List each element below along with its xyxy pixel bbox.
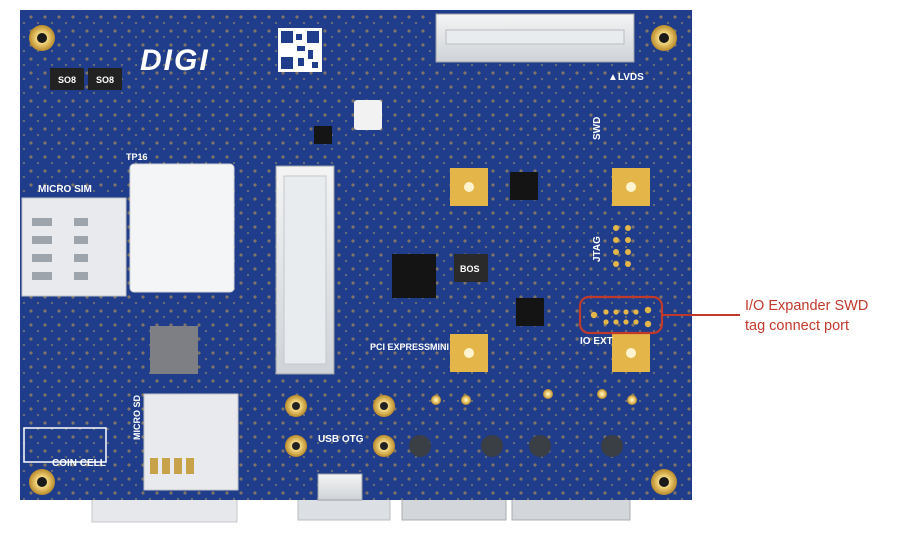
io-ext-label: IO EXT — [580, 336, 613, 347]
ic-gray — [150, 326, 198, 374]
micro-sim-label: MICRO SIM — [38, 184, 92, 195]
qr-code — [278, 28, 322, 72]
so8-chips — [50, 68, 122, 90]
mounting-holes — [29, 25, 677, 495]
digi-logo: DIGI — [140, 44, 210, 77]
callout-line-1: I/O Expander SWD — [745, 298, 869, 314]
lvds-label: ▲LVDS — [608, 72, 644, 83]
pci-mini-card-inner — [283, 175, 327, 365]
gold-pad-holes — [464, 182, 636, 358]
micro-sd-slot — [143, 393, 239, 491]
bos-label: BOS — [460, 264, 480, 274]
white-component — [354, 100, 382, 130]
rf-shield — [129, 163, 235, 293]
swd-label: SWD — [592, 117, 603, 140]
usb-otg-holes — [285, 395, 395, 457]
io-expander-tag-connect-pads — [590, 306, 652, 328]
usb-otg-label: USB OTG — [318, 434, 364, 445]
tp16-label: TP16 — [126, 152, 148, 162]
large-holes-row — [409, 435, 623, 457]
ic-bos — [454, 254, 488, 282]
jtag-pads — [613, 225, 631, 267]
micro-sim-slot — [21, 197, 127, 297]
callout-line-2: tag connect port — [745, 318, 849, 334]
lvds-connector-slot — [445, 29, 625, 45]
small-ic-top — [314, 126, 332, 144]
usb-connector — [317, 473, 363, 501]
sd-contacts — [150, 458, 194, 474]
coin-cell-label: COIN CELL — [52, 458, 106, 469]
sim-contacts — [32, 218, 88, 280]
jtag-label: JTAG — [592, 236, 603, 262]
bottom-connector-left — [91, 495, 238, 523]
micro-sd-label: MICRO SD — [132, 394, 142, 440]
coin-cell-outline — [23, 427, 107, 463]
so8-label-b: SO8 — [96, 75, 114, 85]
through-holes-row — [431, 389, 637, 405]
callout-label: I/O Expander SWD tag connect port — [745, 296, 895, 336]
so8-label-a: SO8 — [58, 75, 76, 85]
ic-qfn-a — [510, 172, 538, 200]
ic-main — [392, 254, 436, 298]
ic-qfn-b — [516, 298, 544, 326]
pci-label: PCI EXPRESSMINI CARD — [370, 342, 478, 352]
